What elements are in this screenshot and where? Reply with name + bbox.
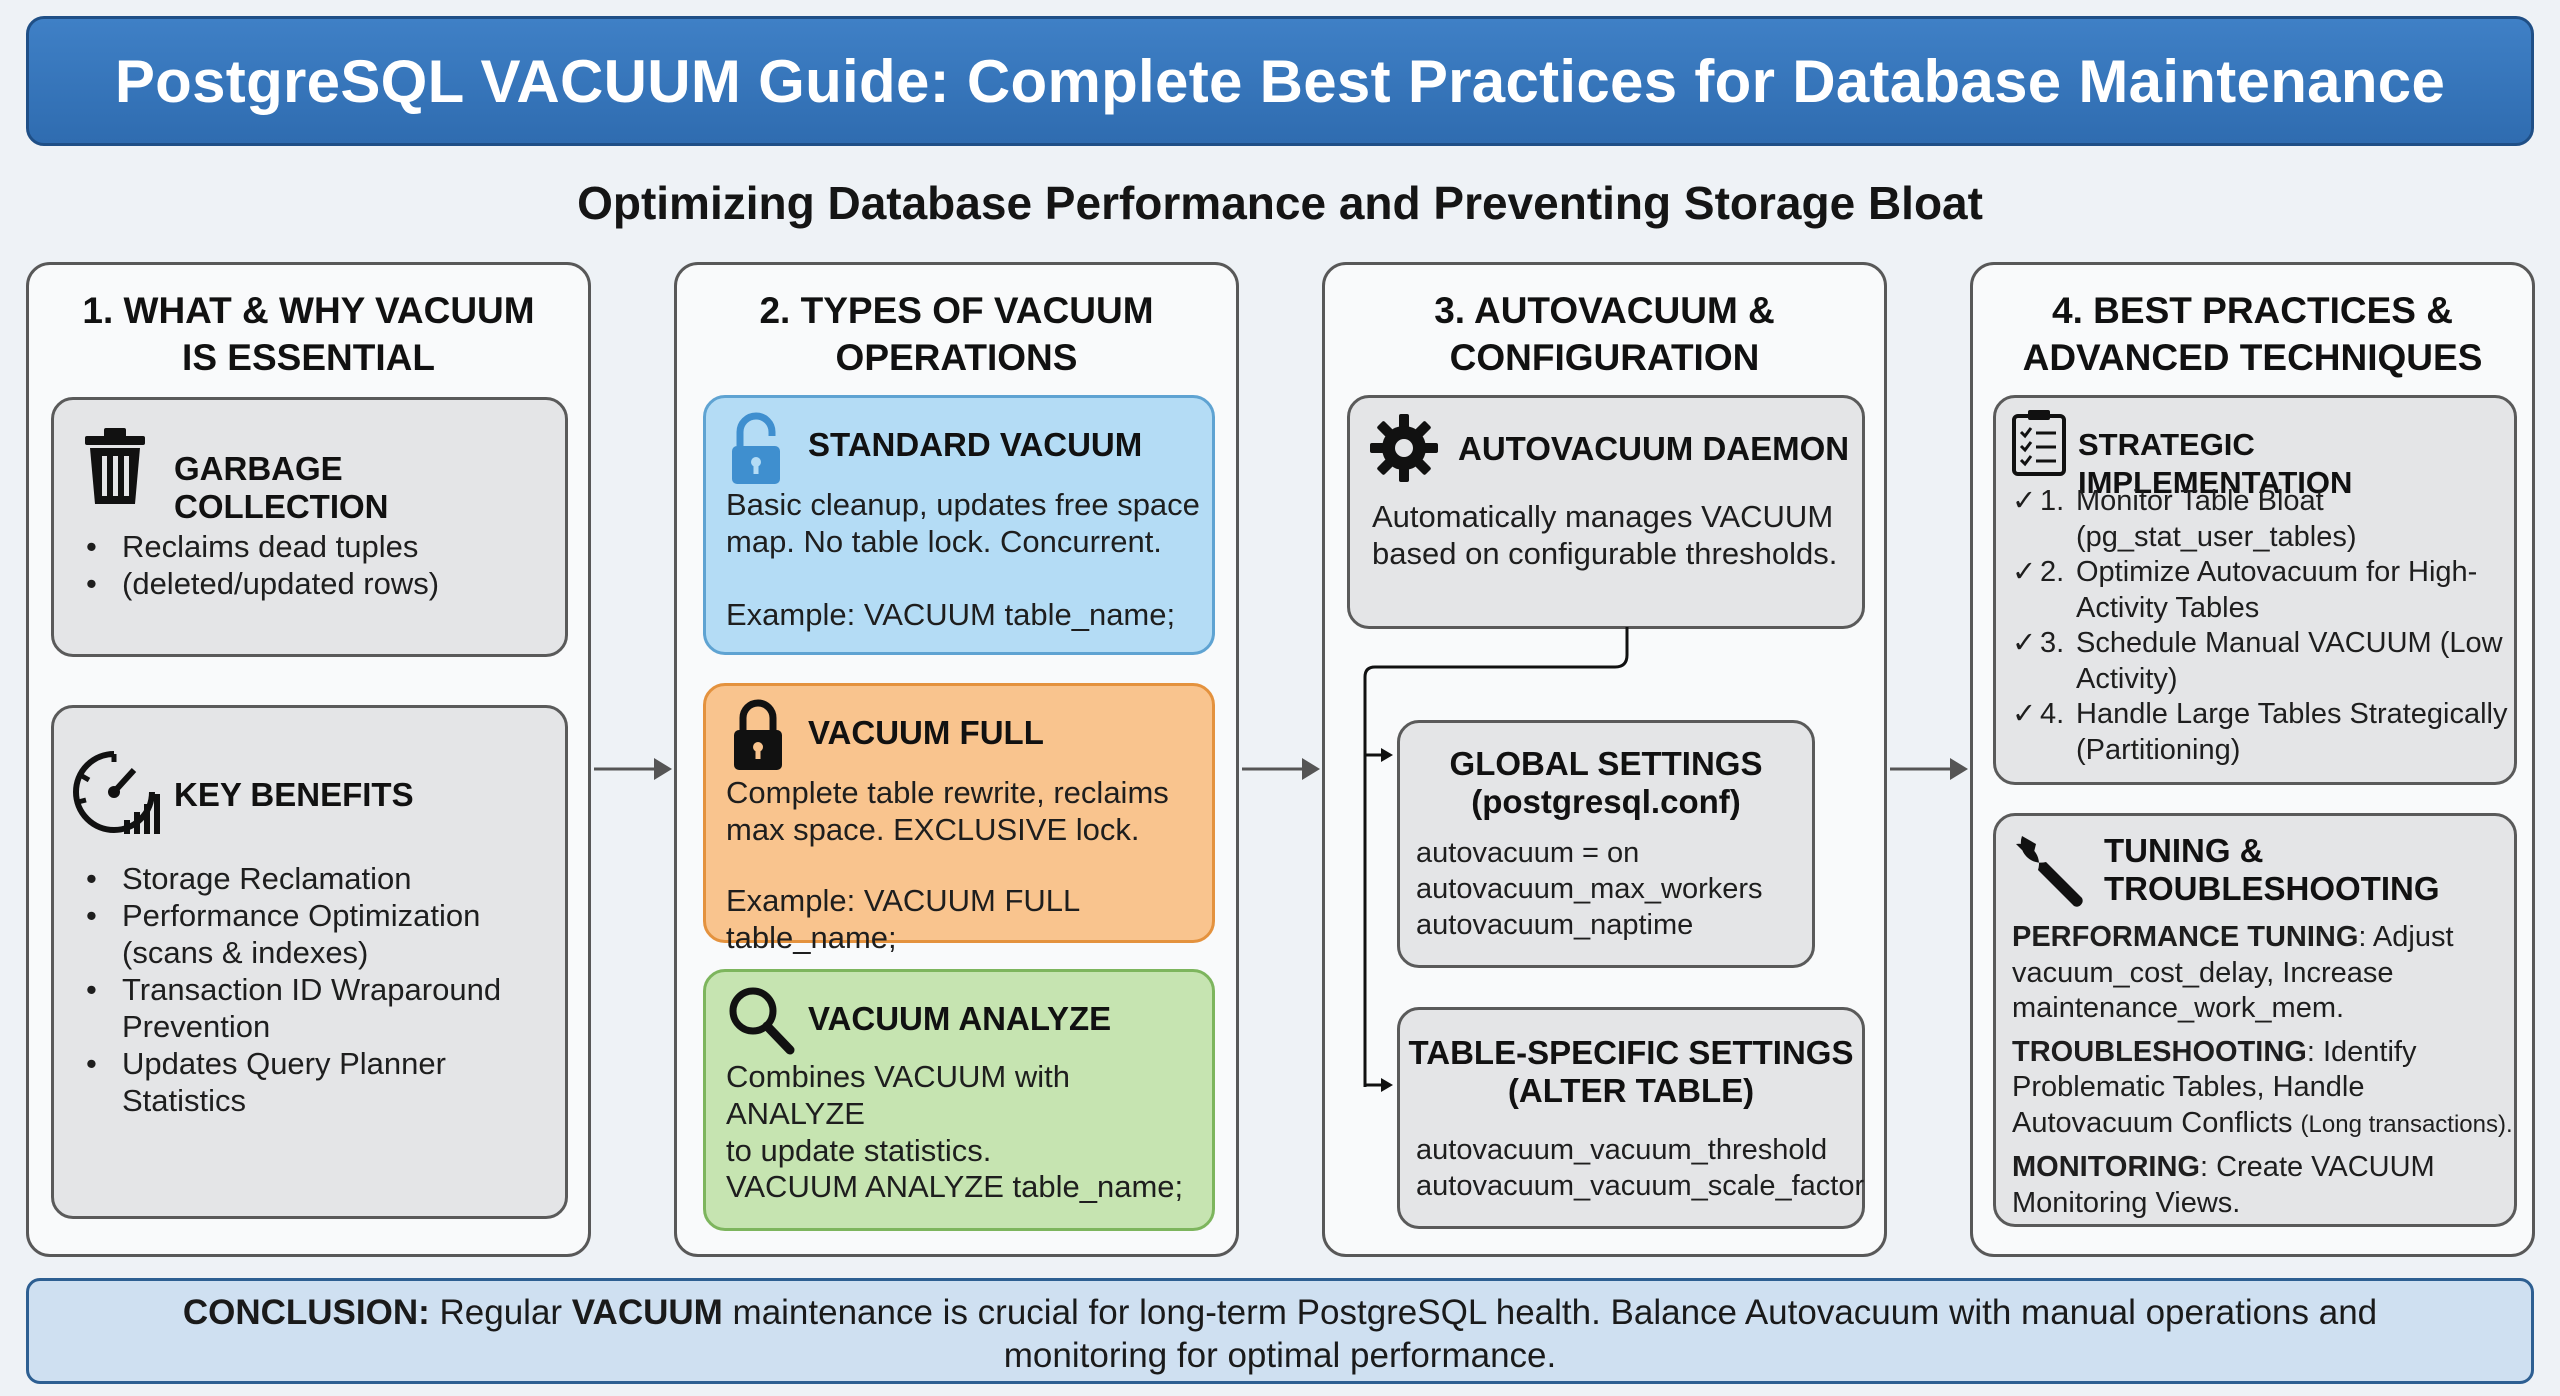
conclusion-box: CONCLUSION: Regular VACUUM maintenance i… [26,1278,2534,1384]
card-description: Automatically manages VACUUM based on co… [1372,499,1838,571]
list-item: ✓ 2. Optimize Autovacuum for High- Activ… [2012,556,2478,624]
monitoring: MONITORING: Create VACUUM Monitoring Vie… [2012,1151,2435,1219]
connector-top [1375,627,1629,669]
card-strategic-implementation: STRATEGIC IMPLEMENTATION ✓ 1. Monitor Ta… [1993,395,2517,785]
card-example: VACUUM ANALYZE table_name; [726,1169,1184,1204]
card-heading: VACUUM FULL [808,714,1044,751]
card-heading: AUTOVACUUM DAEMON [1458,430,1850,467]
wrench-icon [2016,836,2083,907]
column-what-why: 1. WHAT & WHY VACUUM IS ESSENTIAL GARBAG… [26,262,591,1257]
list-item: ✓ 3. Schedule Manual VACUUM (Low Activit… [2012,627,2503,695]
unlock-icon [732,412,780,484]
card-heading: TABLE-SPECIFIC SETTINGS (ALTER TABLE) [1408,1034,1854,1109]
list-item: Updates Query Planner [82,1045,501,1082]
column-title: 1. WHAT & WHY VACUUM IS ESSENTIAL [82,290,535,378]
card-garbage-collection: GARBAGE COLLECTION Reclaims dead tuples … [51,397,568,657]
card-heading: GLOBAL SETTINGS (postgresql.conf) [1449,745,1763,820]
card-heading: STANDARD VACUUM [808,426,1143,463]
card-standard-vacuum: STANDARD VACUUM Basic cleanup, updates f… [703,395,1215,655]
card-heading: TUNING & TROUBLESHOOTING [2104,832,2440,907]
page-title: PostgreSQL VACUUM Guide: Complete Best P… [114,47,2446,115]
column-title: 4. BEST PRACTICES & ADVANCED TECHNIQUES [2022,290,2483,378]
card-key-benefits: KEY BENEFITS Storage Reclamation Perform… [51,705,568,1219]
global-settings-lines: autovacuum = on autovacuum_max_workers a… [1416,837,1763,941]
list-item: Performance Optimization [82,897,501,934]
benefits-list: Storage Reclamation Performance Optimiza… [82,860,501,1119]
card-autovacuum-daemon: AUTOVACUUM DAEMON Automatically manages … [1347,395,1865,629]
tuning-text: PERFORMANCE TUNING: Adjust vacuum_cost_d… [2012,920,2516,1221]
list-item: (deleted/updated rows) [82,565,439,602]
card-tuning-troubleshooting: TUNING & TROUBLESHOOTING PERFORMANCE TUN… [1993,813,2517,1227]
column-autovacuum: 3. AUTOVACUUM & CONFIGURATION AUTOVACUUM… [1322,262,1887,1257]
card-heading: KEY BENEFITS [174,776,414,813]
column-types: 2. TYPES OF VACUUM OPERATIONS STANDARD V… [674,262,1239,1257]
connector-lines [1363,665,1393,1092]
column-title: 2. TYPES OF VACUUM OPERATIONS [759,290,1154,378]
list-item: Transaction ID Wraparound [82,971,501,1008]
card-vacuum-analyze: VACUUM ANALYZE Combines VACUUM with ANAL… [703,969,1215,1231]
card-description: Basic cleanup, updates free space map. N… [726,487,1200,559]
card-description: Complete table rewrite, reclaims max spa… [726,775,1169,847]
card-heading: GARBAGE COLLECTION [174,450,389,525]
table-settings-lines: autovacuum_vacuum_threshold autovacuum_v… [1416,1134,1865,1202]
list-item: ✓ 4. Handle Large Tables Strategically (… [2012,698,2508,766]
gauge-icon [73,751,160,834]
checklist-icon [2012,410,2066,476]
list-item: Reclaims dead tuples [82,528,439,565]
card-table-settings: TABLE-SPECIFIC SETTINGS (ALTER TABLE) au… [1397,1007,1865,1229]
card-vacuum-full: VACUUM FULL Complete table rewrite, recl… [703,683,1215,955]
list-item: ✓ 1. Monitor Table Bloat (pg_stat_user_t… [2012,485,2357,553]
performance-tuning: PERFORMANCE TUNING: Adjust vacuum_cost_d… [2012,921,2454,1024]
lock-icon [734,699,782,770]
troubleshooting: TROUBLESHOOTING: Identify Problematic Ta… [2012,1035,2513,1139]
list-item-cont: Statistics [122,1083,247,1118]
page-subtitle: Optimizing Database Performance and Prev… [577,177,1983,229]
column-title: 3. AUTOVACUUM & CONFIGURATION [1434,290,1775,378]
list-item-cont: (scans & indexes) [122,935,369,970]
card-example: Example: VACUUM table_name; [726,597,1176,632]
arrow-right-icon [594,758,672,780]
trash-icon [85,428,145,504]
list-item-cont: Prevention [122,1009,271,1044]
title-banner: PostgreSQL VACUUM Guide: Complete Best P… [26,16,2534,146]
list-item: Storage Reclamation [82,860,501,897]
gear-icon [1370,414,1438,482]
card-example: Example: VACUUM FULL table_name; [726,883,1080,955]
card-heading: STRATEGIC IMPLEMENTATION [2078,427,2353,500]
arrow-right-icon [1242,758,1320,780]
arrow-right-icon [1890,758,1968,780]
card-description: Combines VACUUM with ANALYZE to update s… [726,1059,1070,1168]
card-global-settings: GLOBAL SETTINGS (postgresql.conf) autova… [1397,720,1815,968]
conclusion-label: CONCLUSION: [182,1293,430,1332]
garbage-bullets: Reclaims dead tuples (deleted/updated ro… [82,528,439,602]
strategic-list: ✓ 1. Monitor Table Bloat (pg_stat_user_t… [2012,484,2512,768]
card-heading: VACUUM ANALYZE [808,1000,1112,1037]
search-icon [729,987,795,1055]
column-best-practices: 4. BEST PRACTICES & ADVANCED TECHNIQUES … [1970,262,2535,1257]
